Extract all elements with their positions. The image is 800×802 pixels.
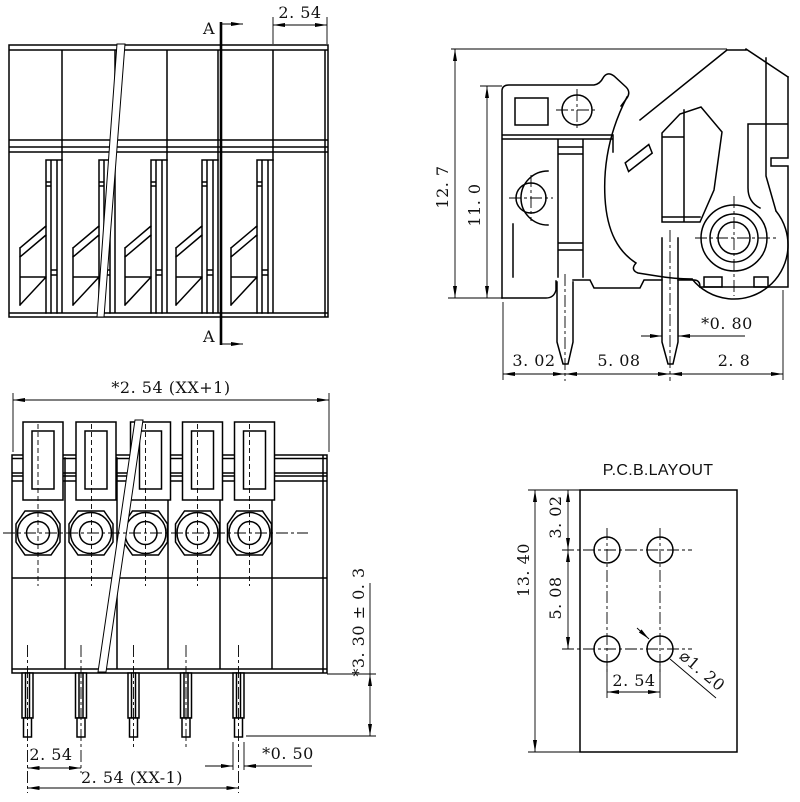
pcb-holes bbox=[593, 536, 674, 663]
pcb-board-height-dim: 13. 40 bbox=[514, 543, 533, 597]
hole-diameter-leader bbox=[636, 627, 650, 640]
pcb-dimensions bbox=[528, 489, 717, 753]
top-view bbox=[3, 393, 376, 793]
side-view bbox=[448, 47, 790, 381]
side-body-height-dim: 11. 0 bbox=[465, 183, 484, 227]
top-pin-length-dim: *3. 30 ± 0. 3 bbox=[349, 567, 368, 677]
side-pin-pitch-dim: 5. 08 bbox=[597, 351, 641, 370]
break-lines bbox=[97, 419, 144, 673]
section-label-top: A bbox=[202, 19, 216, 38]
side-pin-width-dim: *0. 80 bbox=[701, 314, 753, 333]
pcb-board-outline bbox=[579, 489, 738, 753]
pole-top bbox=[15, 421, 64, 556]
pcb-layout-view bbox=[528, 489, 738, 753]
top-dimensions bbox=[12, 393, 376, 790]
pcb-layout-title: P.C.B.LAYOUT bbox=[602, 462, 714, 479]
side-right-margin-dim: 2. 8 bbox=[717, 351, 751, 370]
housing-window bbox=[514, 97, 549, 126]
pcb-row-pitch-dim: 5. 08 bbox=[546, 576, 565, 620]
top-total-width-dim: *2. 54 (XX+1) bbox=[111, 378, 231, 397]
pole-cavity bbox=[18, 159, 63, 314]
top-pin-width-dim: *0. 50 bbox=[262, 744, 314, 763]
side-dimensions bbox=[448, 48, 784, 380]
side-pin-offset-dim: 3. 02 bbox=[512, 351, 556, 370]
front-dimensions bbox=[272, 17, 328, 44]
break-lines bbox=[96, 43, 126, 318]
front-pitch-dim: 2. 54 bbox=[278, 3, 322, 22]
section-line-a bbox=[219, 22, 243, 346]
solder-pins-side bbox=[556, 230, 679, 381]
clamp-hub bbox=[695, 196, 777, 296]
pcb-row-offset-dim: 3. 02 bbox=[546, 495, 565, 539]
top-pin-pitch-dim: 2. 54 bbox=[29, 745, 73, 764]
release-lever bbox=[603, 47, 790, 300]
pcb-col-pitch-dim: 2. 54 bbox=[612, 671, 656, 690]
top-pin-span-dim: 2. 54 (XX-1) bbox=[80, 768, 184, 787]
section-label-bottom: A bbox=[202, 327, 216, 346]
side-total-height-dim: 12. 7 bbox=[433, 165, 452, 209]
front-view bbox=[8, 17, 329, 346]
